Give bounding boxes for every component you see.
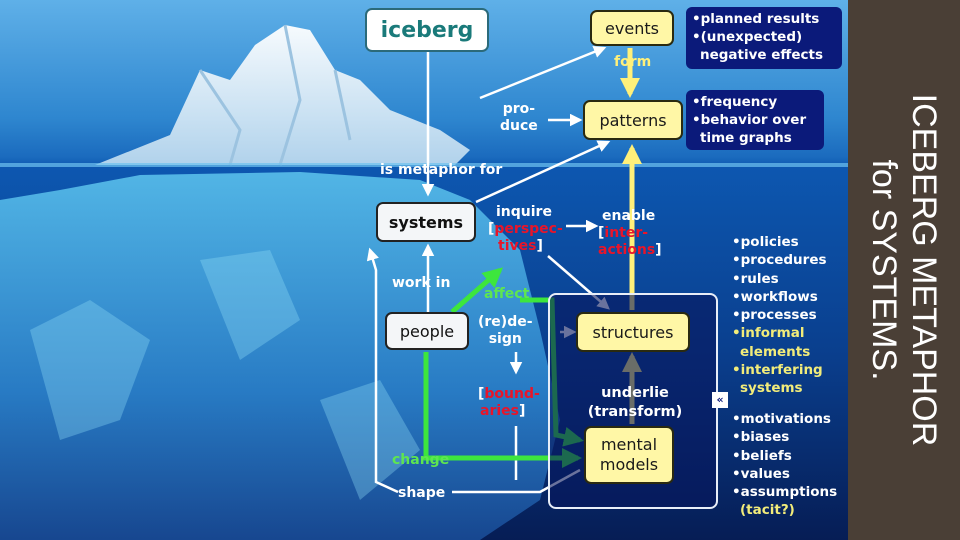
label-produce: pro- duce [500, 101, 538, 135]
bracket: ] [536, 238, 543, 254]
list-item: •rules [732, 270, 779, 287]
list-item: •motivations [732, 411, 831, 427]
node-iceberg: iceberg [365, 8, 489, 52]
patterns-note: •frequency [692, 94, 778, 110]
node-events: events [590, 10, 674, 46]
label-underlie-line1: underlie [601, 385, 669, 401]
node-systems: systems [376, 202, 476, 242]
bracket: [ [598, 225, 605, 241]
list-item: •procedures [732, 252, 827, 269]
label-affect: affect [484, 286, 530, 302]
list-item: •informal [732, 325, 805, 342]
label-inquire-perspectives: inquire [perspec- tives] [488, 204, 563, 255]
label-shape: shape [398, 485, 446, 501]
title-panel [848, 0, 960, 540]
label-redesign-line1: (re)de- [478, 314, 533, 330]
label-work-in: work in [392, 275, 451, 291]
list-item: •interfering [732, 362, 823, 379]
label-produce-line2: duce [500, 118, 538, 134]
list-item: •assumptions [732, 484, 838, 501]
events-note: •(unexpected) [692, 29, 803, 45]
bracket: ] [518, 403, 526, 419]
bracket: [ [488, 221, 495, 237]
diagram-graphics [0, 24, 848, 540]
iceberg-underwater [0, 172, 560, 540]
label-perspectives-1: perspec- [494, 221, 563, 237]
label-redesign: (re)de- sign [478, 314, 533, 348]
label-form: form [614, 54, 652, 70]
slide-title: ICEBERG METAPHOR for SYSTEMS. [864, 60, 944, 480]
label-underlie: underlie (transform) [580, 384, 690, 422]
label-produce-line1: pro- [502, 101, 536, 117]
label-redesign-line2: sign [488, 331, 522, 347]
node-patterns: patterns [583, 100, 683, 140]
list-item: systems [740, 380, 803, 397]
label-boundaries-1: bound- [484, 386, 540, 402]
node-mental-models-line1: mental [600, 435, 658, 454]
list-item: •policies [732, 234, 799, 250]
label-enable-interactions: enable [inter- actions] [598, 208, 662, 259]
label-inquire: inquire [496, 204, 552, 220]
events-note: •planned results [692, 11, 820, 27]
label-is-metaphor-for: is metaphor for [380, 162, 503, 178]
list-item: elements [740, 343, 811, 360]
label-change: change [392, 452, 450, 468]
double-chevron-left-icon[interactable]: « [712, 392, 728, 408]
slide-title-line2: for SYSTEMS. [865, 159, 903, 381]
mental-models-list: •motivations •biases •beliefs •values •a… [732, 410, 837, 520]
list-item: •biases [732, 429, 790, 446]
node-mental-models: mental models [584, 426, 674, 484]
slide-title-line1: ICEBERG METAPHOR [905, 93, 943, 447]
node-structures: structures [576, 312, 690, 352]
list-item: •values [732, 465, 790, 482]
patterns-note: •behavior over [692, 112, 807, 128]
node-people: people [385, 312, 469, 350]
structures-list: •policies •procedures •rules •workflows … [732, 233, 827, 398]
label-boundaries: [bound- aries] [478, 386, 540, 420]
list-item: •processes [732, 307, 817, 324]
label-interactions-2: actions [598, 242, 656, 258]
label-perspectives-2: tives [498, 238, 537, 254]
node-mental-models-line2: models [599, 455, 659, 474]
iceberg-diagram: iceberg events patterns systems people s… [0, 0, 848, 540]
label-boundaries-2: aries [480, 403, 519, 419]
patterns-notes: •frequency •behavior over time graphs [686, 90, 824, 150]
list-item: (tacit?) [740, 502, 795, 519]
label-underlie-line2: (transform) [587, 404, 683, 420]
list-item: •beliefs [732, 447, 792, 464]
bracket: [ [478, 386, 485, 402]
patterns-note: time graphs [700, 130, 792, 146]
label-enable: enable [602, 208, 656, 224]
list-item: •workflows [732, 288, 818, 305]
bracket: ] [655, 242, 662, 258]
iceberg-tip [95, 25, 470, 165]
label-interactions-1: inter- [604, 225, 649, 241]
events-note: negative effects [700, 47, 824, 63]
events-notes: •planned results •(unexpected) negative … [686, 7, 842, 69]
